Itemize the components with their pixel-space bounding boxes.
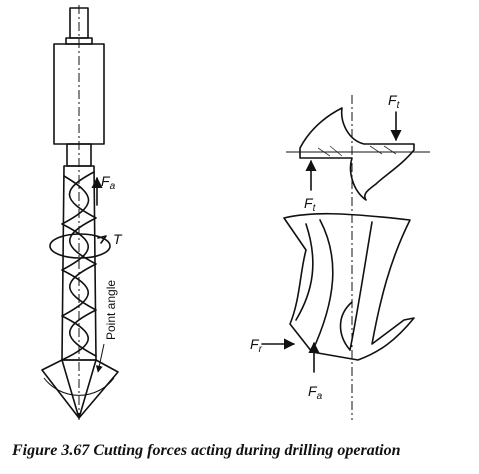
axial-force-bottom-label: Fa	[308, 383, 323, 402]
helix-flute-a	[68, 171, 97, 357]
helix-flute-b	[61, 175, 90, 361]
torque-arrow-head	[97, 235, 107, 244]
axial-force-left-label: Fa	[101, 173, 116, 192]
torque-label: T	[113, 231, 123, 247]
flute-edge-b	[311, 219, 334, 353]
drill-side-body	[283, 212, 415, 361]
radial-force-label: Fr	[250, 336, 263, 355]
cutting-lip	[339, 301, 353, 351]
left-drill-drawing	[41, 5, 119, 420]
point-angle-label: Point angle	[104, 280, 118, 340]
torque-ellipse	[49, 233, 111, 259]
drill-cross-section	[299, 107, 415, 201]
point-angle-arc	[43, 377, 115, 396]
tangential-force-top-label: Ft	[388, 92, 401, 111]
tangential-force-mid-label: Ft	[304, 195, 317, 214]
drill-point	[41, 359, 119, 419]
right-drill-drawing	[261, 95, 430, 420]
figure-caption: Figure 3.67 Cutting forces acting during…	[12, 442, 401, 459]
flute-edge-a	[295, 223, 314, 321]
flute-edge-c	[349, 221, 373, 351]
drilling-forces-diagram: Fa T Point angle Ft Ft Fr Fa	[41, 5, 430, 420]
drill-point-edges	[61, 359, 97, 419]
point-angle-leader	[95, 343, 105, 373]
